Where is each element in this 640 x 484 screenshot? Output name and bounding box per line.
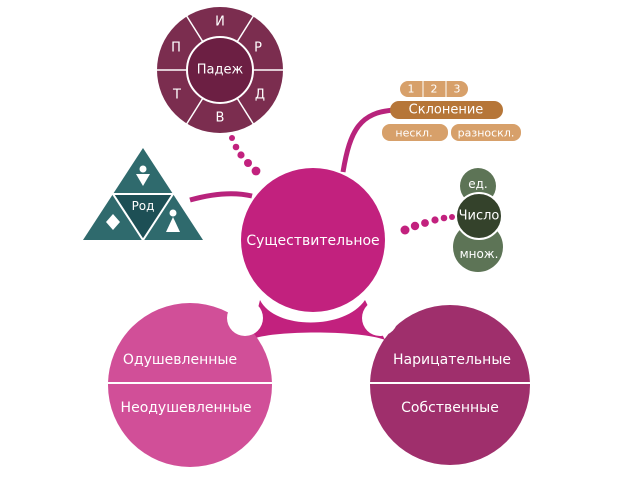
- feminine-icon: [139, 165, 147, 173]
- gender-triangle: Род: [83, 148, 203, 242]
- case-title: Падеж: [197, 63, 244, 78]
- animate-label: Одушевленные: [123, 352, 237, 368]
- center-label: Существительное: [246, 233, 379, 249]
- case-dative: Д: [255, 88, 265, 103]
- case-accusative: В: [216, 111, 225, 126]
- neuter-icon: [106, 214, 120, 230]
- declension-title: Склонение: [409, 103, 484, 118]
- case-instrumental: Т: [172, 88, 181, 103]
- gender-title: Род: [132, 199, 155, 213]
- connector-declension: [340, 107, 396, 173]
- notch-right: [362, 300, 398, 336]
- declension-1: 1: [408, 83, 415, 96]
- masculine-icon-body: [166, 217, 180, 232]
- inanimate-label: Неодушевленные: [121, 400, 252, 416]
- declension-indeclinable: нескл.: [395, 127, 432, 140]
- number-singular: ед.: [468, 177, 488, 191]
- feminine-icon-body: [136, 174, 150, 186]
- declension-3: 3: [454, 83, 461, 96]
- number-block: ед. Число множ.: [453, 168, 503, 272]
- number-title: Число: [459, 209, 500, 224]
- number-plural: множ.: [460, 247, 499, 261]
- common-label: Нарицательные: [393, 352, 511, 368]
- declension-heteroclitic: разноскл.: [458, 127, 515, 140]
- animacy-circle: Одушевленные Неодушевленные: [108, 303, 272, 467]
- dots-number: [400, 214, 455, 235]
- case-nominative: И: [215, 15, 225, 30]
- blob-connector: [250, 300, 385, 340]
- proper-label: Собственные: [401, 400, 499, 416]
- declension-2: 2: [431, 83, 438, 96]
- case-prepositional: П: [171, 41, 181, 56]
- case-genitive: Р: [254, 41, 262, 56]
- case-wheel: Падеж И Р Д В Т П: [157, 7, 283, 133]
- center-node: Существительное: [241, 168, 385, 312]
- connector-gender: [189, 191, 253, 203]
- dots-case: [229, 135, 261, 176]
- declension-block: 1 2 3 Склонение нескл. разноскл.: [382, 81, 521, 141]
- masculine-icon: [169, 209, 177, 217]
- noun-type-circle: Нарицательные Собственные: [370, 305, 530, 465]
- notch-left: [227, 300, 263, 336]
